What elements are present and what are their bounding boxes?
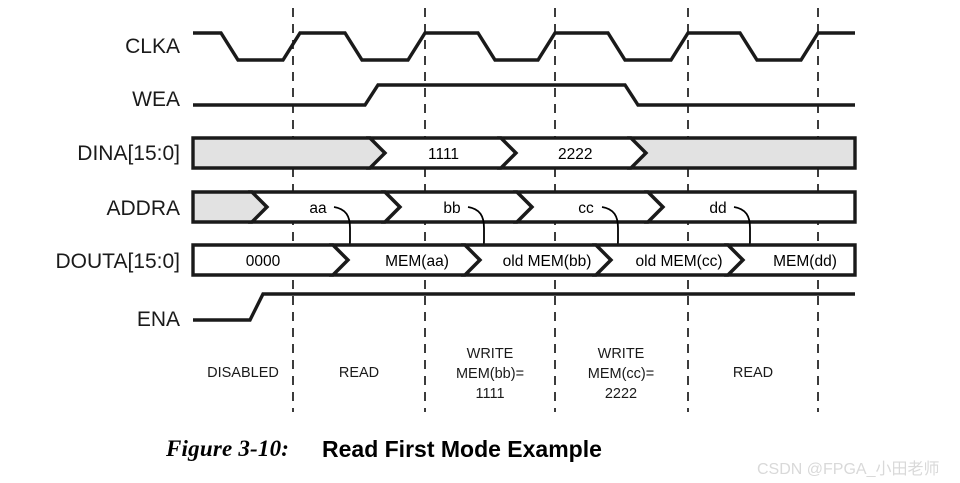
waveform-ena [193, 292, 855, 322]
douta-value-mem-dd: MEM(dd) [773, 253, 837, 270]
signal-label-clka: CLKA [125, 35, 180, 58]
signal-label-dina: DINA[15:0] [77, 142, 180, 165]
addra-value-cell-dd [643, 190, 857, 224]
phase-label-read-2: READ [733, 365, 773, 381]
phase-label-write-cc-line2: MEM(cc)= [588, 366, 654, 382]
addra-value-bb: bb [443, 200, 460, 217]
signal-label-addra: ADDRA [106, 197, 180, 220]
signal-label-douta: DOUTA[15:0] [56, 250, 180, 273]
waveform-wea [193, 83, 855, 107]
addra-value-cc: cc [578, 200, 594, 217]
waveform-clka [193, 31, 855, 62]
waveform-dina-bus: 1111 2222 [191, 136, 857, 170]
phase-label-write-bb-line3: 1111 [475, 386, 504, 402]
clock-edge-gridlines [292, 8, 819, 412]
douta-value-0000: 0000 [246, 253, 281, 270]
phase-annotations: DISABLED READ WRITE MEM(bb)= 1111 WRITE … [207, 346, 773, 402]
signal-label-ena: ENA [137, 308, 180, 331]
signal-label-wea: WEA [132, 88, 180, 111]
phase-label-read-1: READ [339, 365, 379, 381]
waveform-douta-bus: 0000 MEM(aa) old MEM(bb) old MEM(cc) MEM… [191, 243, 857, 277]
dina-value-2222: 2222 [558, 146, 592, 163]
addra-value-aa: aa [309, 200, 327, 217]
douta-value-mem-aa: MEM(aa) [385, 253, 449, 270]
phase-label-write-cc-line3: 2222 [605, 386, 637, 402]
addra-value-dd: dd [709, 200, 726, 217]
figure-number-label: Figure 3-10: [166, 436, 290, 461]
waveform-addra-bus: aa bb cc dd [191, 190, 857, 224]
dina-dontcare-start [191, 136, 388, 170]
watermark-text: CSDN @FPGA_小田老师 [757, 461, 940, 478]
phase-label-write-bb-line2: MEM(bb)= [456, 366, 524, 382]
douta-value-old-mem-cc: old MEM(cc) [636, 253, 723, 270]
phase-label-write-bb-line1: WRITE [467, 346, 514, 362]
douta-value-old-mem-bb: old MEM(bb) [503, 253, 592, 270]
douta-value-cell-mem-dd [723, 243, 857, 277]
figure-title: Read First Mode Example [322, 436, 602, 462]
dina-value-1111: 1111 [428, 146, 459, 163]
dina-dontcare-end [626, 136, 857, 170]
phase-label-disabled: DISABLED [207, 365, 279, 381]
phase-label-write-cc-line1: WRITE [598, 346, 645, 362]
